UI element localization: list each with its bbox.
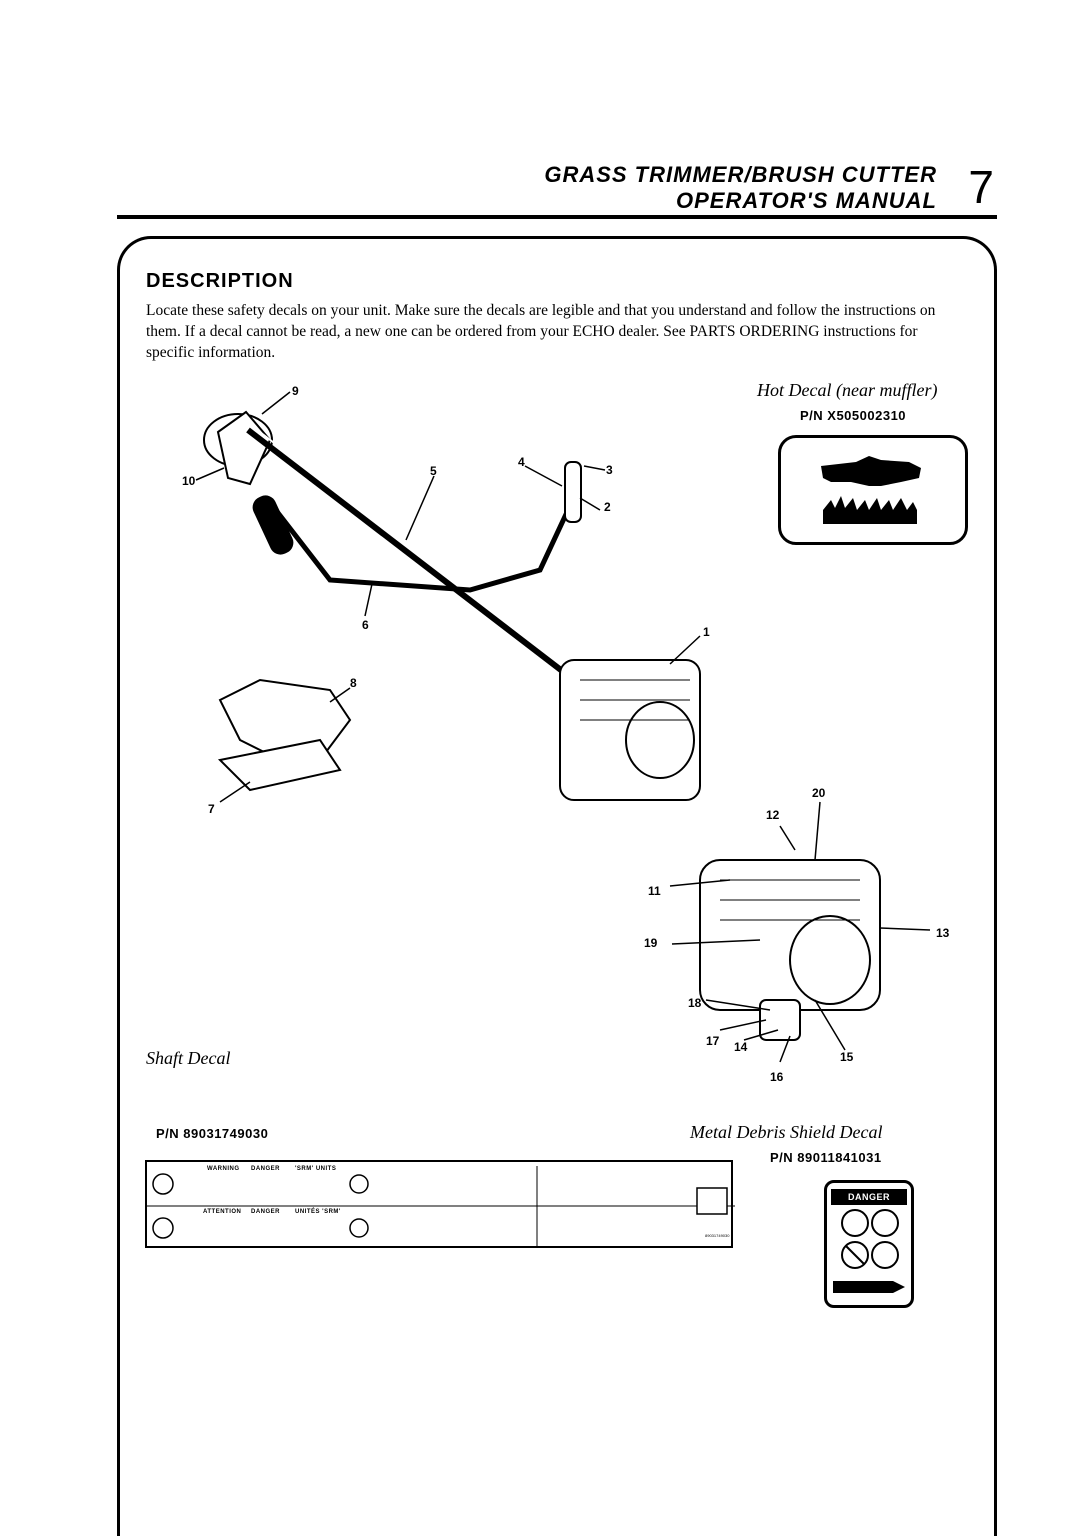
hot-hand-icon (821, 456, 921, 524)
shaft-decal-danger: DANGER (251, 1166, 281, 1172)
hot-decal-part-number: P/N X505002310 (800, 408, 907, 423)
shaft-decal-image: WARNING DANGER 'SRM' UNITS ATTENTION DAN… (145, 1160, 735, 1248)
callout-10: 10 (182, 474, 196, 488)
callout-16: 16 (770, 1070, 784, 1084)
section-body: Locate these safety decals on your unit.… (146, 302, 936, 361)
callout-1: 1 (703, 625, 710, 639)
shaft-decal-danger-fr: DANGER (251, 1209, 281, 1215)
shaft-decal-srm-units-fr: UNITÉS 'SRM' (295, 1209, 341, 1215)
manual-title-line1: Grass Trimmer/Brush Cutter (544, 162, 937, 187)
callout-7: 7 (208, 802, 215, 816)
callout-9: 9 (292, 384, 299, 398)
callout-14: 14 (734, 1040, 748, 1054)
section-title: Description (146, 270, 294, 292)
callout-6: 6 (362, 618, 369, 632)
callout-17: 17 (706, 1034, 720, 1048)
shaft-decal-srm-units: 'SRM' UNITS (295, 1166, 337, 1172)
metal-decal-title: Metal Debris Shield Decal (690, 1122, 883, 1142)
callout-13: 13 (936, 926, 950, 940)
shaft-decal-warning: WARNING (207, 1166, 240, 1172)
callout-19: 19 (644, 936, 658, 950)
callout-4: 4 (518, 455, 525, 469)
hot-decal-title: Hot Decal (near muffler) (757, 380, 938, 400)
callout-5: 5 (430, 464, 437, 478)
callout-3: 3 (606, 463, 613, 477)
header-rule (117, 215, 997, 219)
metal-decal-image: DANGER (824, 1180, 914, 1308)
hot-decal-image (778, 435, 968, 545)
manual-title-line2: Operator's Manual (676, 188, 937, 213)
metal-decal-part-number: P/N 89011841031 (770, 1150, 882, 1165)
callout-15: 15 (840, 1050, 854, 1064)
shaft-decal-code: 89031749030 (705, 1233, 730, 1238)
shaft-decal-attention: ATTENTION (203, 1209, 242, 1215)
shaft-decal-title: Shaft Decal (146, 1048, 231, 1068)
callout-18: 18 (688, 996, 702, 1010)
callout-20: 20 (812, 786, 826, 800)
shaft-decal-graphics (147, 1166, 735, 1246)
shaft-decal-part-number: P/N 89031749030 (156, 1126, 269, 1141)
page-number: 7 (968, 161, 994, 213)
metal-decal-pictograms (833, 1209, 905, 1293)
callout-12: 12 (766, 808, 780, 822)
metal-decal-danger-banner: DANGER (831, 1189, 907, 1205)
content-frame (117, 236, 997, 1536)
callout-8: 8 (350, 676, 357, 690)
callout-2: 2 (604, 500, 611, 514)
callout-11: 11 (648, 884, 661, 898)
